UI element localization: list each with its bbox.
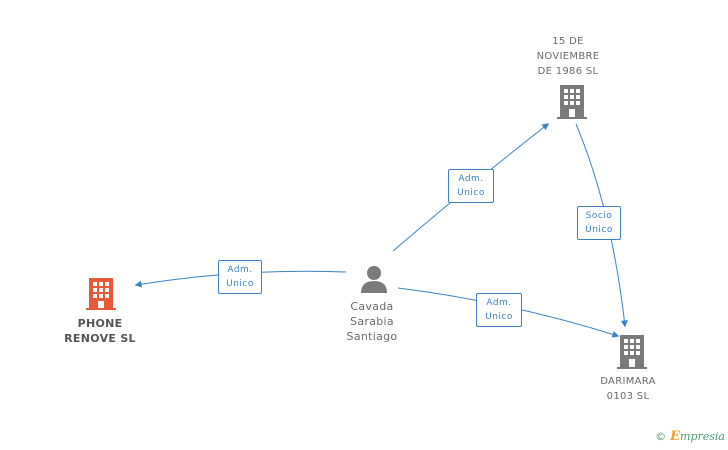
building-icon (617, 335, 647, 373)
brand-name: mpresia (680, 430, 725, 443)
node-label-cavada[interactable]: Cavada Sarabia Santiago (346, 300, 398, 343)
edge-label-noviembre-darimara: Socio Único (577, 206, 621, 240)
node-label-noviembre[interactable]: 15 DE NOVIEMBRE DE 1986 SL (536, 36, 600, 77)
building-icon (557, 85, 587, 123)
brand-initial: E (670, 429, 681, 444)
edge-label-cavada-noviembre: Adm. Unico (448, 169, 494, 203)
building-icon (86, 278, 116, 314)
empresia-logo: ©Empresia (655, 429, 725, 444)
copyright-symbol: © (655, 430, 667, 443)
node-label-phone-renove[interactable]: PHONE RENOVE SL (64, 317, 136, 345)
person-icon (360, 265, 388, 297)
node-label-darimara[interactable]: DARIMARA 0103 SL (600, 376, 656, 402)
edge-label-cavada-phone: Adm. Unico (218, 260, 262, 294)
edge-label-cavada-darimara: Adm. Unico (476, 293, 522, 327)
